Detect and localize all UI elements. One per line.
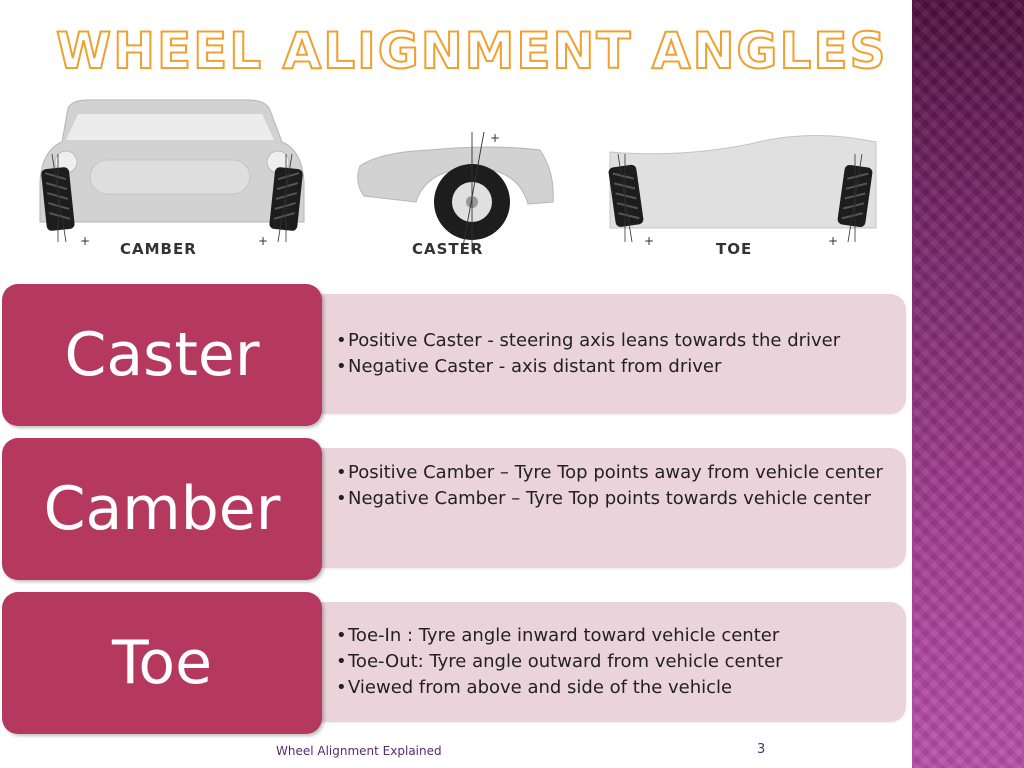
caster-bullets: Positive Caster - steering axis leans to… (336, 329, 890, 381)
toe-row: Toe Toe-In : Tyre angle inward toward ve… (0, 592, 908, 734)
camber-bullets: Positive Camber – Tyre Top points away f… (336, 461, 890, 513)
camber-illustration: + + CAMBER (30, 92, 315, 262)
camber-row: Camber Positive Camber – Tyre Top points… (0, 438, 908, 580)
caster-label: CASTER (412, 240, 484, 258)
toe-heading: Toe (111, 628, 213, 698)
caster-bullet-2: Negative Caster - axis distant from driv… (336, 355, 890, 378)
caster-bullet-1: Positive Caster - steering axis leans to… (336, 329, 890, 352)
caster-heading: Caster (64, 320, 260, 390)
camber-heading: Camber (43, 474, 281, 544)
toe-plus-right: + (828, 234, 838, 248)
decorative-sidebar (912, 0, 1024, 768)
toe-bullet-3: Viewed from above and side of the vehicl… (336, 676, 890, 699)
camber-bullet-1: Positive Camber – Tyre Top points away f… (336, 461, 890, 484)
caster-illustration: + CASTER (350, 92, 565, 262)
toe-bullet-2: Toe-Out: Tyre angle outward from vehicle… (336, 650, 890, 673)
toe-label: TOE (716, 240, 753, 258)
toe-bullet-1: Toe-In : Tyre angle inward toward vehicl… (336, 624, 890, 647)
caster-plus: + (490, 131, 500, 145)
toe-bullets: Toe-In : Tyre angle inward toward vehicl… (336, 624, 890, 702)
page-number: 3 (757, 742, 766, 757)
footer-text: Wheel Alignment Explained (276, 744, 442, 758)
toe-heading-box: Toe (2, 592, 322, 734)
toe-plus-left: + (644, 234, 654, 248)
caster-row: Caster Positive Caster - steering axis l… (0, 284, 908, 426)
slide-title: WHEEL ALIGNMENT ANGLES (55, 21, 888, 81)
camber-label: CAMBER (120, 240, 197, 258)
caster-heading-box: Caster (2, 284, 322, 426)
camber-heading-box: Camber (2, 438, 322, 580)
camber-bullet-2: Negative Camber – Tyre Top points toward… (336, 487, 890, 510)
caster-content-box (300, 294, 906, 414)
camber-plus-right: + (258, 234, 268, 248)
toe-illustration: + + TOE (600, 92, 890, 262)
camber-plus-left: + (80, 234, 90, 248)
